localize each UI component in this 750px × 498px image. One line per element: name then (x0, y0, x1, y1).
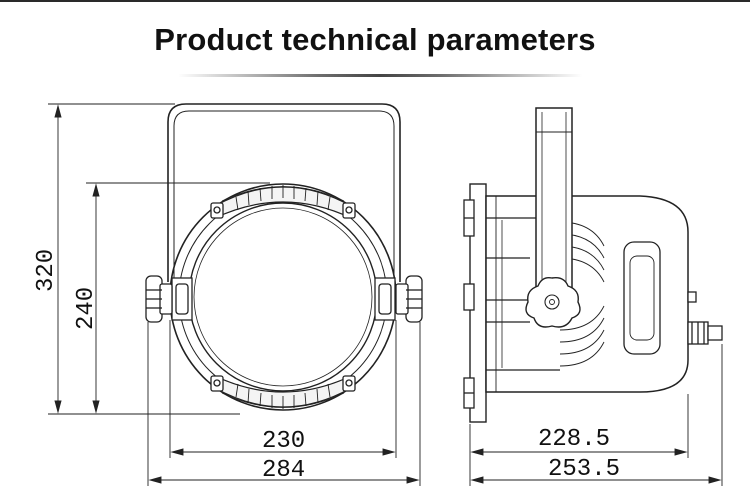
overall-height-label: 320 (33, 249, 60, 292)
front-view (145, 103, 423, 411)
top-border-line (0, 0, 750, 2)
side-dimensions (469, 344, 723, 486)
title-underline (178, 74, 582, 77)
front-overall-width-label: 284 (262, 457, 305, 484)
side-view (463, 107, 723, 423)
body-height-label: 240 (73, 287, 100, 330)
page-title: Product technical parameters (154, 22, 596, 57)
side-overall-depth-label: 253.5 (548, 456, 620, 483)
front-inner-width-label: 230 (262, 428, 305, 455)
side-body-depth-label: 228.5 (538, 426, 610, 453)
front-dimensions (48, 103, 421, 486)
